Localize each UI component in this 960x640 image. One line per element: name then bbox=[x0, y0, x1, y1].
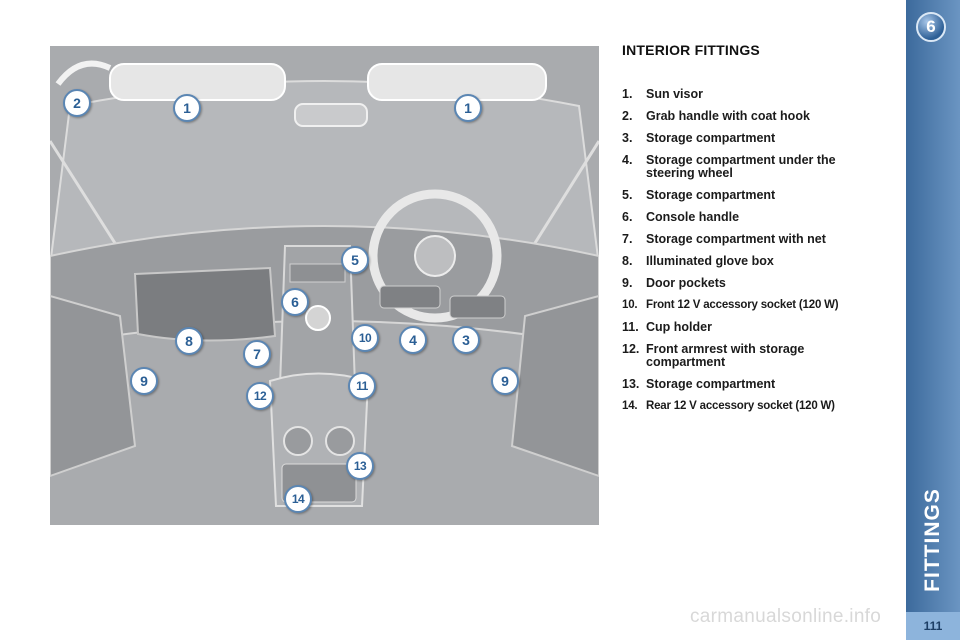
callout-12: 12 bbox=[246, 382, 274, 410]
legend-number: 12. bbox=[622, 342, 640, 356]
legend-item: 6. Console handle bbox=[622, 211, 897, 224]
legend-text: Front armrest with storage compartment bbox=[646, 342, 805, 369]
legend-number: 3. bbox=[622, 131, 633, 145]
legend-number: 13. bbox=[622, 377, 640, 391]
legend-item: 8. Illuminated glove box bbox=[622, 255, 897, 268]
watermark: carmanualsonline.info bbox=[690, 606, 882, 627]
legend-text: Storage compartment bbox=[646, 131, 776, 145]
callout-8: 8 bbox=[175, 327, 203, 355]
chapter-label: FITTINGS bbox=[921, 488, 944, 592]
legend-item: 12. Front armrest with storage compartmen… bbox=[622, 343, 897, 369]
legend-text: Illuminated glove box bbox=[646, 254, 774, 268]
legend-text: Door pockets bbox=[646, 276, 726, 290]
legend-number: 8. bbox=[622, 254, 633, 268]
interior-drawing bbox=[50, 60, 599, 507]
legend-text: Front 12 V accessory socket (120 W) bbox=[646, 299, 839, 311]
legend-number: 9. bbox=[622, 276, 633, 290]
callout-1-left: 1 bbox=[173, 94, 201, 122]
legend-item: 9. Door pockets bbox=[622, 277, 897, 290]
callout-6: 6 bbox=[281, 288, 309, 316]
chapter-sidebar bbox=[906, 0, 960, 640]
legend-text: Storage compartment bbox=[646, 377, 776, 391]
left-door bbox=[50, 294, 137, 478]
legend-item: 14. Rear 12 V accessory socket (120 W) bbox=[622, 400, 897, 413]
legend-number: 14. bbox=[622, 400, 638, 412]
legend-item: 3. Storage compartment bbox=[622, 132, 897, 145]
steering-wheel bbox=[368, 189, 502, 323]
legend-number: 10. bbox=[622, 299, 638, 311]
grab-handle bbox=[55, 60, 112, 86]
legend-text: Storage compartment under the steering w… bbox=[646, 153, 836, 180]
callout-5: 5 bbox=[341, 246, 369, 274]
legend-item: 7. Storage compartment with net bbox=[622, 233, 897, 246]
legend-list: 1. Sun visor 2. Grab handle with coat hook… bbox=[622, 88, 897, 422]
callout-11: 11 bbox=[348, 372, 376, 400]
legend-item: 2. Grab handle with coat hook bbox=[622, 110, 897, 123]
right-door bbox=[510, 294, 599, 478]
legend-number: 11. bbox=[622, 320, 639, 334]
callout-1-right: 1 bbox=[454, 94, 482, 122]
legend-item: 10. Front 12 V accessory socket (120 W) bbox=[622, 299, 897, 312]
callout-14: 14 bbox=[284, 485, 312, 513]
page-number: 111 bbox=[906, 612, 960, 640]
sun-visor-right bbox=[367, 63, 547, 101]
section-title: INTERIOR FITTINGS bbox=[622, 42, 760, 58]
legend-number: 1. bbox=[622, 87, 633, 101]
chapter-number-badge: 6 bbox=[916, 12, 946, 42]
callout-9-right: 9 bbox=[491, 367, 519, 395]
legend-number: 6. bbox=[622, 210, 633, 224]
legend-text: Storage compartment bbox=[646, 188, 776, 202]
legend-item: 11. Cup holder bbox=[622, 321, 897, 334]
legend-number: 7. bbox=[622, 232, 633, 246]
legend-text: Grab handle with coat hook bbox=[646, 109, 810, 123]
legend-item: 5. Storage compartment bbox=[622, 189, 897, 202]
legend-item: 4. Storage compartment under the steering… bbox=[622, 154, 897, 180]
legend-number: 5. bbox=[622, 188, 633, 202]
legend-item: 13. Storage compartment bbox=[622, 378, 897, 391]
callout-9-left: 9 bbox=[130, 367, 158, 395]
callout-10: 10 bbox=[351, 324, 379, 352]
sun-visor-left bbox=[109, 63, 286, 101]
legend-text: Rear 12 V accessory socket (120 W) bbox=[646, 400, 835, 412]
legend-text: Console handle bbox=[646, 210, 740, 224]
legend-text: Storage compartment with net bbox=[646, 232, 826, 246]
rear-view-mirror bbox=[294, 103, 368, 127]
callout-13: 13 bbox=[346, 452, 374, 480]
legend-text: Sun visor bbox=[646, 87, 703, 101]
callout-2: 2 bbox=[63, 89, 91, 117]
callout-3: 3 bbox=[452, 326, 480, 354]
legend-number: 4. bbox=[622, 153, 633, 167]
legend-number: 2. bbox=[622, 109, 633, 123]
glove-box bbox=[133, 266, 277, 342]
legend-item: 1. Sun visor bbox=[622, 88, 897, 101]
callout-7: 7 bbox=[243, 340, 271, 368]
callout-4: 4 bbox=[399, 326, 427, 354]
legend-text: Cup holder bbox=[646, 320, 712, 334]
interior-illustration: 2 1 1 5 6 8 7 10 4 3 9 12 11 9 13 14 bbox=[50, 46, 599, 525]
